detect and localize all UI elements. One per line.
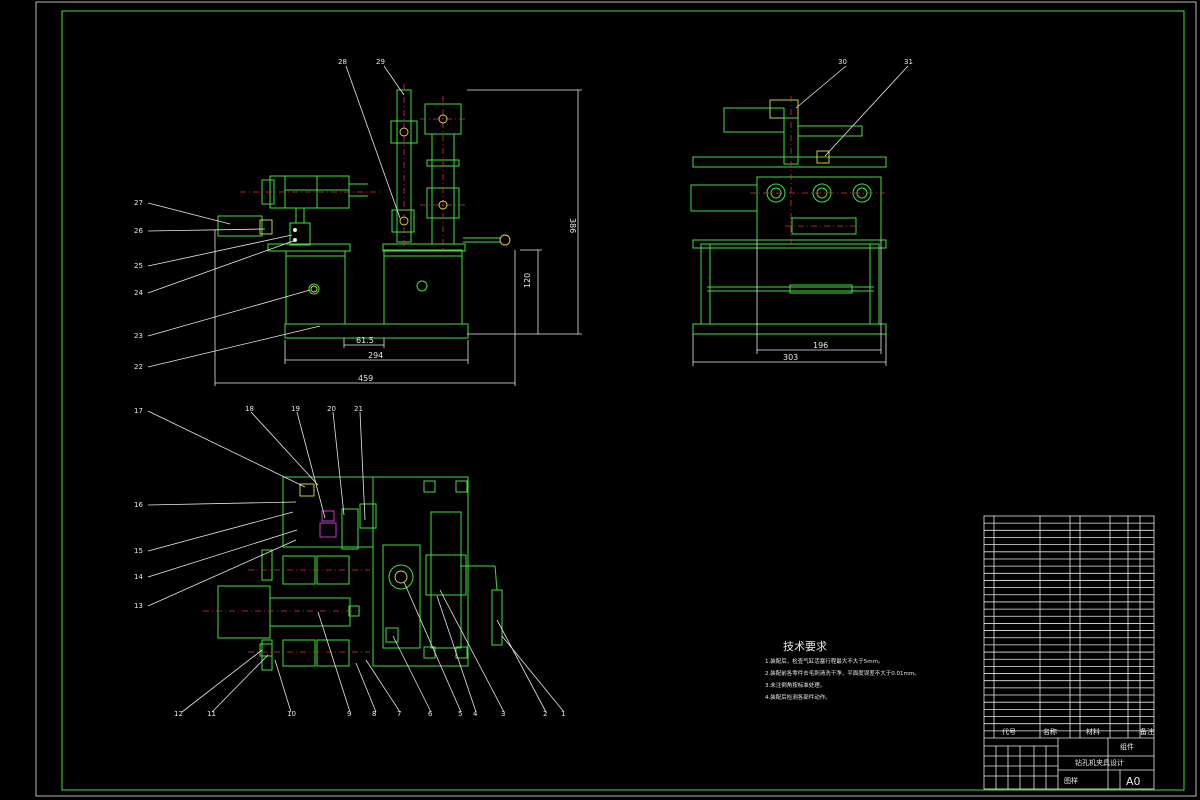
part-label: 13 bbox=[134, 602, 143, 610]
part-label: 7 bbox=[397, 710, 401, 718]
part-label: 3 bbox=[501, 710, 505, 718]
outer-border bbox=[35, 1, 1197, 797]
part-label: 25 bbox=[134, 262, 143, 270]
title-header-name: 名称 bbox=[1043, 727, 1057, 736]
tech-req-title: 技术要求 bbox=[783, 640, 827, 653]
part-label: 24 bbox=[134, 289, 143, 297]
title-block bbox=[983, 515, 1155, 790]
part-label: 27 bbox=[134, 199, 143, 207]
part-label: 18 bbox=[245, 405, 254, 413]
part-label: 17 bbox=[134, 407, 143, 415]
part-label: 10 bbox=[287, 710, 296, 718]
part-label: 28 bbox=[338, 58, 347, 66]
part-label: 9 bbox=[347, 710, 351, 718]
part-label: 8 bbox=[372, 710, 376, 718]
title-material: 图样 bbox=[1064, 776, 1078, 785]
paper-format: A0 bbox=[1126, 775, 1141, 788]
dimension-text: 61.5 bbox=[356, 336, 374, 345]
tech-req-line: 3.未注倒角按标准处理。 bbox=[765, 681, 825, 689]
side-view bbox=[690, 96, 887, 366]
top-view bbox=[203, 476, 503, 671]
part-label: 19 bbox=[291, 405, 300, 413]
part-label: 29 bbox=[376, 58, 385, 66]
dimension-text: 459 bbox=[358, 374, 373, 383]
dimension-text: 196 bbox=[813, 341, 828, 350]
part-label: 11 bbox=[207, 710, 216, 718]
part-label: 23 bbox=[134, 332, 143, 340]
dimension-text: 386 bbox=[568, 218, 577, 233]
part-label: 12 bbox=[174, 710, 183, 718]
tech-req-line: 4.装配后检测各部件动作。 bbox=[765, 693, 831, 701]
part-label: 5 bbox=[458, 710, 462, 718]
part-label: 4 bbox=[473, 710, 478, 718]
title-header-code: 代号 bbox=[1002, 727, 1016, 736]
part-label: 26 bbox=[134, 227, 143, 235]
tech-req-line: 2.装配前各零件去毛刺清洗干净，平面度误差不大于0.01mm。 bbox=[765, 669, 920, 677]
part-label: 20 bbox=[327, 405, 336, 413]
dimension-text: 303 bbox=[783, 353, 798, 362]
title-header-remark: 备注 bbox=[1140, 727, 1154, 736]
part-label: 31 bbox=[904, 58, 913, 66]
part-label: 16 bbox=[134, 501, 143, 509]
inner-border bbox=[61, 10, 1185, 791]
dimension-text: 294 bbox=[368, 351, 383, 360]
tech-req-line: 1.装配后，检查气缸活塞行程最大不大于5mm。 bbox=[765, 657, 883, 665]
part-label: 21 bbox=[354, 405, 363, 413]
part-label: 1 bbox=[561, 710, 565, 718]
part-label: 2 bbox=[543, 710, 547, 718]
part-label: 15 bbox=[134, 547, 143, 555]
part-label: 22 bbox=[134, 363, 143, 371]
part-label: 30 bbox=[838, 58, 847, 66]
dimension-text: 120 bbox=[523, 273, 532, 288]
title-drawing-name: 钻孔机夹具设计 bbox=[1075, 758, 1124, 767]
title-company: 组件 bbox=[1120, 742, 1134, 751]
title-header-material: 材料 bbox=[1086, 727, 1100, 736]
part-label: 14 bbox=[134, 573, 143, 581]
leader-lines bbox=[147, 65, 909, 713]
part-label: 6 bbox=[428, 710, 433, 718]
front-view bbox=[214, 84, 582, 386]
